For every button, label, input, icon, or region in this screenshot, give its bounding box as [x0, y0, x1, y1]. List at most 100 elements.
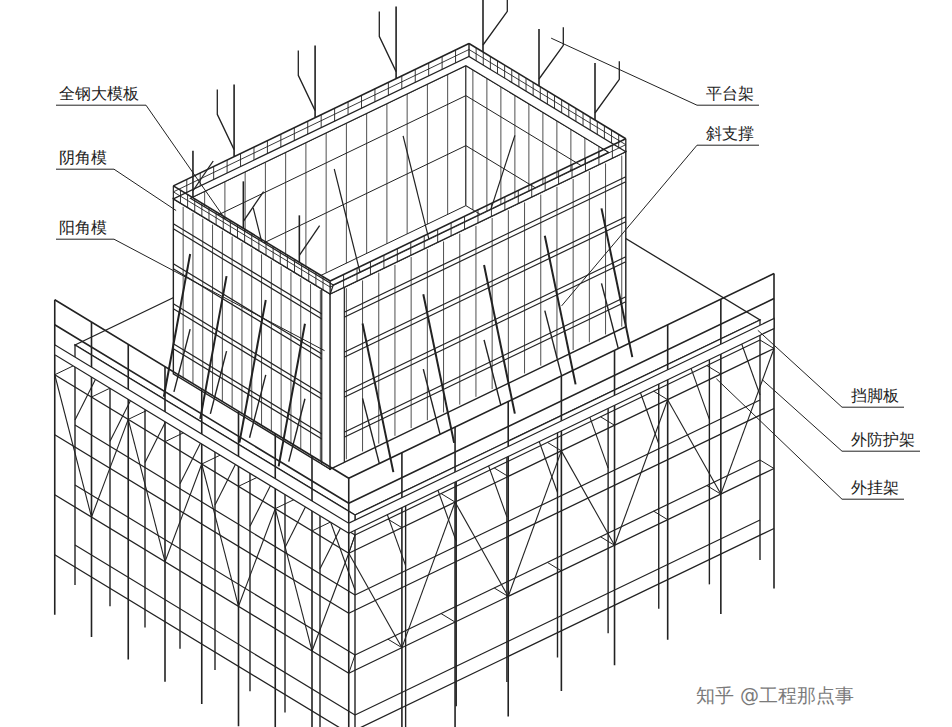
railing-bar [330, 145, 626, 287]
part-label: 平台架 [705, 84, 755, 103]
panel-rib [202, 219, 203, 390]
panel-rib [192, 213, 193, 384]
scissor-brace [239, 509, 276, 607]
cross-tie [654, 391, 668, 400]
diagonal-brace [484, 265, 515, 414]
part-label: 斜支撑 [705, 124, 755, 143]
panel-rib [589, 171, 590, 342]
diagonal-brace [250, 375, 266, 438]
railing-bar [469, 50, 626, 145]
panel-rib [261, 254, 262, 425]
platform-bracket-arm [299, 226, 319, 256]
panel-rib [212, 225, 213, 396]
cross-tie [441, 494, 455, 503]
diagonal-brace [363, 323, 394, 472]
cross-tie [349, 535, 355, 553]
protective-pole [348, 478, 350, 727]
panel-rib [271, 260, 272, 431]
panel-rib [232, 237, 233, 408]
panel-rib [573, 179, 574, 350]
scissor-brace [615, 400, 668, 546]
panel-rib [427, 249, 428, 420]
cross-tie [760, 340, 774, 349]
scissor-brace [312, 553, 349, 651]
scissor-brace [275, 509, 312, 651]
platform-bracket-arm [595, 61, 619, 113]
panel-rib [366, 113, 367, 253]
panel-rib [475, 226, 476, 397]
cross-tie [239, 477, 259, 487]
scaffold-pole [214, 444, 215, 670]
panel-rib [508, 210, 509, 381]
inner-brace [334, 169, 363, 287]
scissor-brace [92, 419, 129, 517]
diagonal-brace [239, 300, 265, 443]
panel-rib [605, 163, 606, 334]
cross-tie [547, 442, 561, 451]
panel-rib [524, 202, 525, 373]
diagonal-brace [423, 369, 440, 434]
scaffold-pole [506, 456, 507, 682]
scaffold-pole [557, 432, 558, 658]
cross-tie [128, 410, 148, 420]
cross-tie [349, 535, 355, 553]
part-label: 挡脚板 [850, 386, 900, 405]
scaffold-pole [759, 334, 760, 560]
outside-corner-module [330, 287, 344, 469]
panel-rib [386, 104, 387, 244]
scaffold-pole [709, 358, 710, 584]
platform-bracket-post [233, 85, 235, 157]
panel-rib [540, 195, 541, 366]
cross-tie [654, 511, 668, 520]
platform-bracket-arm [298, 50, 315, 110]
railing-post [330, 281, 331, 294]
panel-rib [362, 280, 363, 451]
panel-rib [310, 284, 311, 455]
railing-bar [469, 44, 626, 139]
diagonal-brace [289, 399, 305, 462]
platform-bracket-arm [483, 0, 507, 45]
panel-waler [173, 222, 625, 364]
railing-bar [173, 50, 469, 192]
cross-tie [312, 521, 332, 531]
scaffold-pole [179, 423, 180, 649]
scissor-brace [561, 451, 614, 545]
scissor-brace [165, 464, 202, 562]
protective-pole [401, 453, 403, 727]
scissor-brace [668, 400, 721, 494]
panel-rib [486, 78, 487, 218]
scaffold-ledger [75, 520, 760, 715]
scaffold-pole [658, 383, 659, 609]
diagonal-brace [545, 311, 562, 376]
scaffold-pole [109, 380, 110, 606]
panel-rib [326, 133, 327, 273]
toe-board [55, 345, 349, 534]
panel-rib [472, 70, 473, 210]
cross-tie [494, 468, 508, 477]
scissor-brace [55, 375, 92, 517]
cross-tie [165, 432, 185, 442]
railing-post [330, 281, 331, 294]
diagonal-brace [279, 324, 305, 467]
diagonal-brace [484, 340, 501, 405]
scaffold-pole [74, 359, 75, 585]
scaffold-pole [607, 407, 608, 633]
scaffold-pole [405, 505, 406, 727]
diagonal-brace [363, 398, 380, 463]
inner-brace [403, 136, 432, 254]
leader-line [56, 169, 176, 210]
cross-tie [388, 519, 402, 528]
panel-rib [305, 143, 306, 283]
diagonal-brace [545, 236, 576, 385]
toe-board [349, 319, 774, 534]
diagonal-brace [164, 254, 190, 397]
panel-rib [556, 187, 557, 358]
protective-ledger [55, 529, 774, 727]
cross-tie [92, 387, 112, 397]
platform-bracket-post [395, 7, 397, 79]
protective-ledger [55, 409, 774, 614]
leader-line [56, 239, 325, 350]
part-label: 阴角模 [58, 148, 108, 167]
platform-bracket-arm [217, 89, 234, 149]
part-label: 外挂架 [850, 478, 900, 497]
